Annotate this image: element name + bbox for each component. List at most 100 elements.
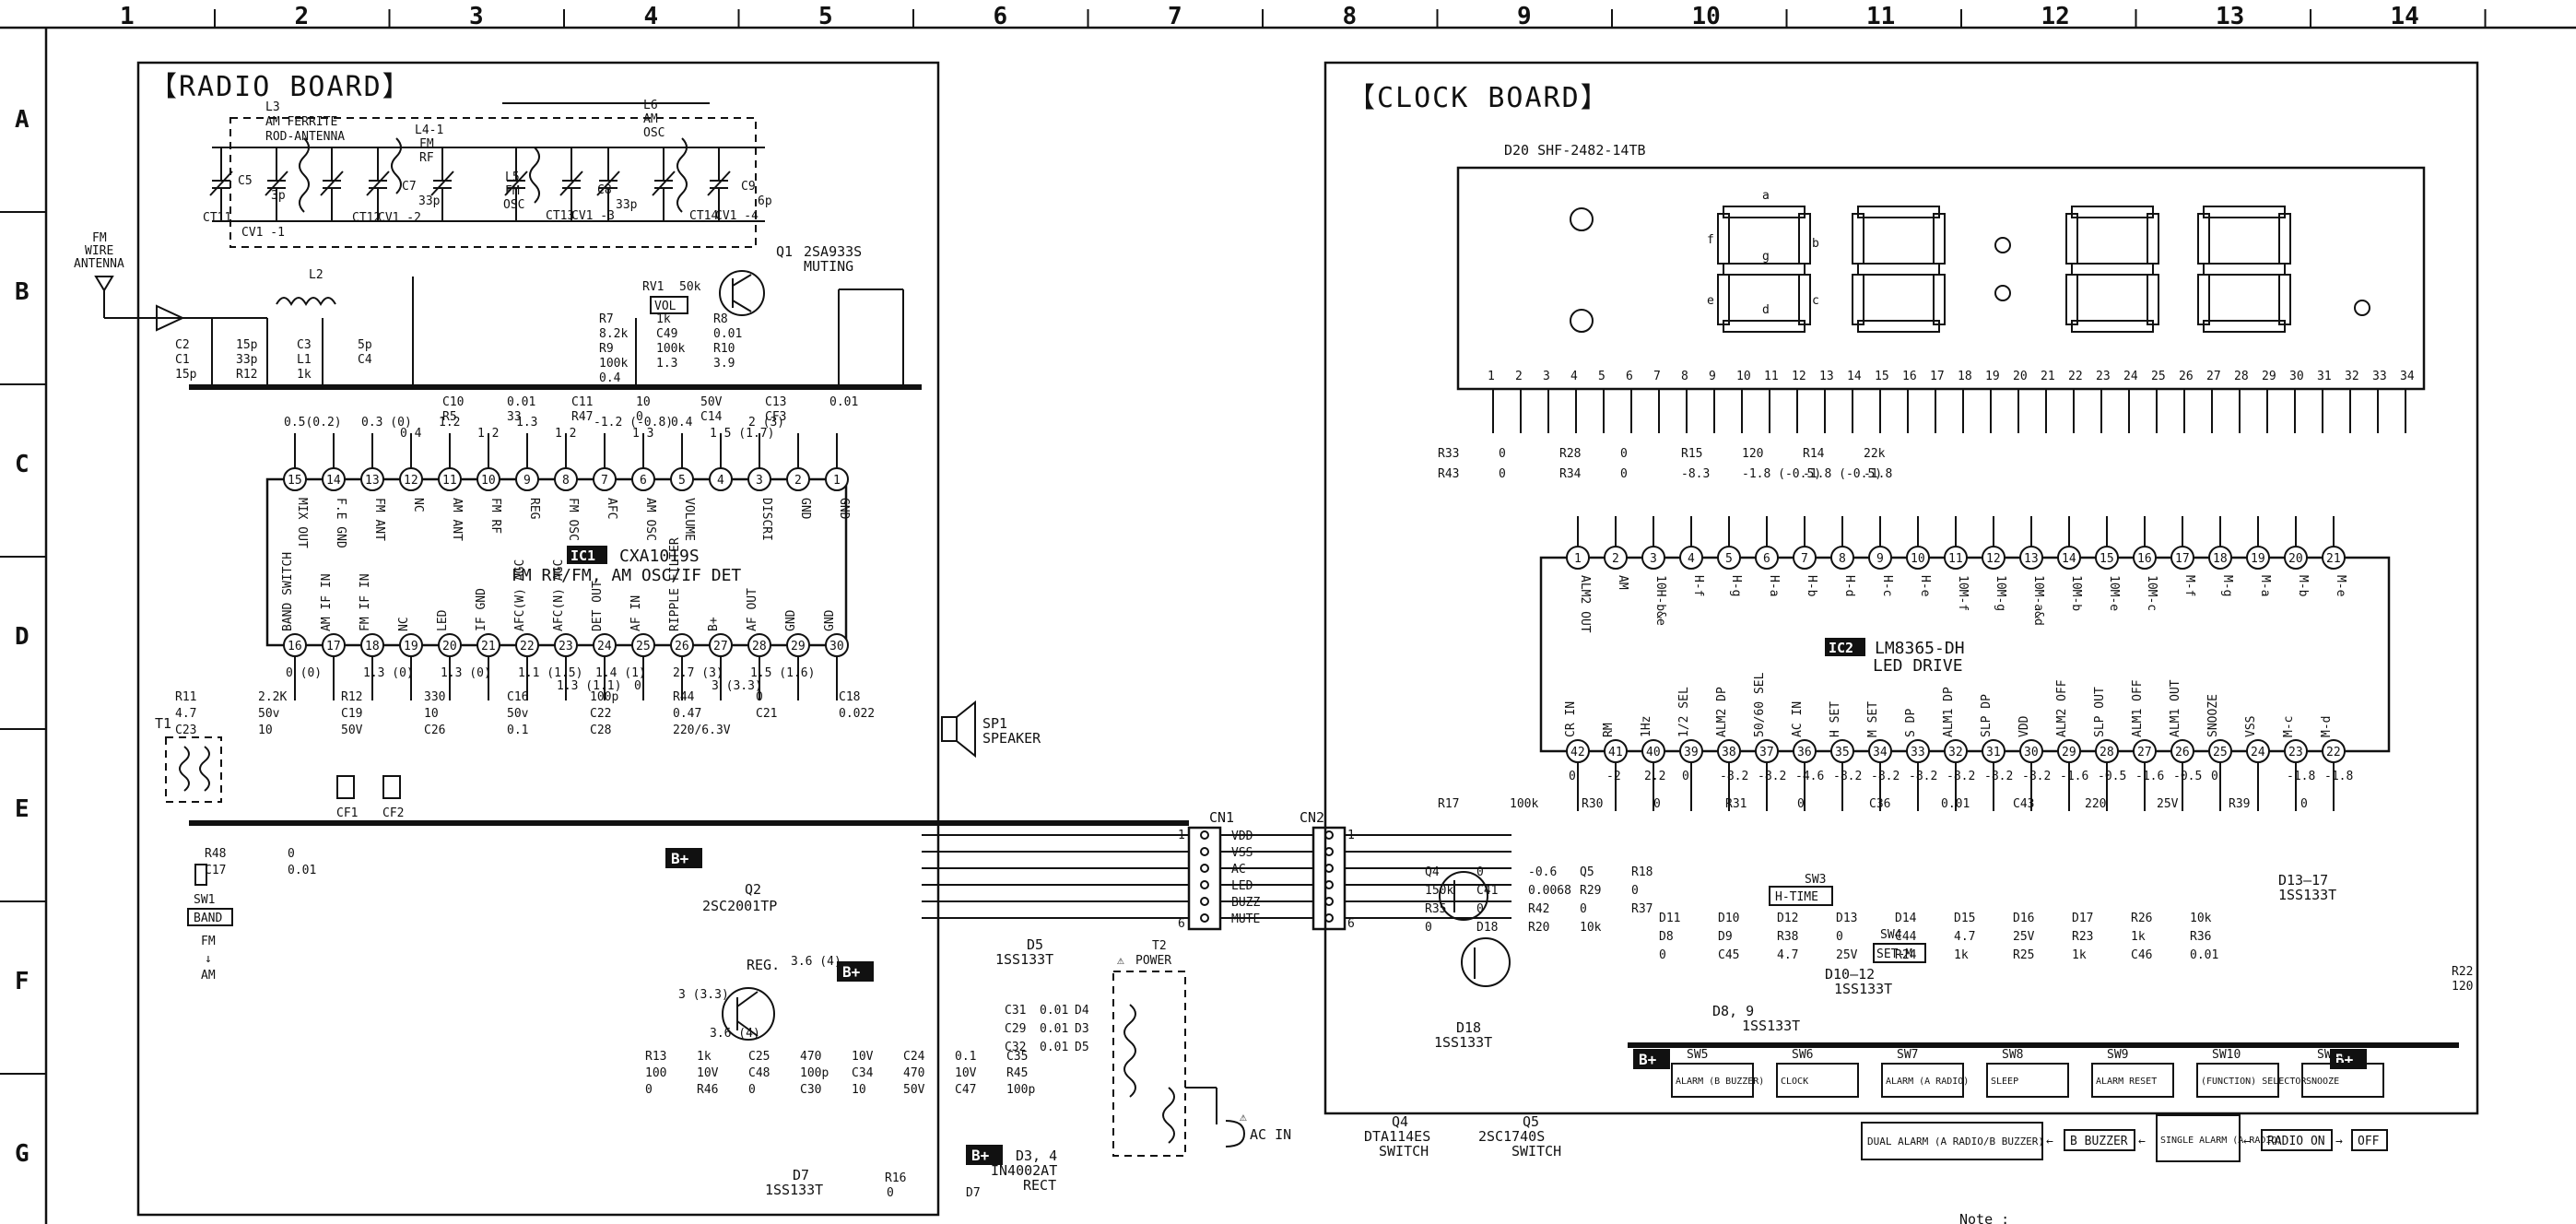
part-d-22: 0.1	[507, 724, 528, 737]
clock-diode-part-4: D14	[1895, 912, 1917, 925]
ic2-pin-23-voltage: -1.8	[2287, 770, 2315, 783]
ic1-pin-4-num: 4	[717, 474, 724, 488]
clock-e-part-1: 100k	[1510, 797, 1538, 811]
grid-row-F: F	[15, 968, 29, 995]
switch-sw6-id: SW6	[1792, 1048, 1813, 1062]
ic2-pin-36-name: AC IN	[1791, 701, 1805, 737]
ic2-pin-26-num: 26	[2175, 746, 2190, 759]
ic1-pin-29-num: 29	[791, 640, 806, 653]
q45-part-18: 10k	[1580, 921, 1602, 935]
part-c-12: CF3	[765, 410, 786, 424]
part-f-11: 100p	[800, 1066, 829, 1080]
connector-line-buzz: BUZZ	[1231, 896, 1260, 910]
fm-antenna: FM WIRE ANTENNA	[74, 231, 267, 332]
flow-arrow-1: ←	[2046, 1135, 2053, 1148]
ic1-pin-19-num: 19	[404, 640, 418, 653]
ic2-pin-37-name: 50/60 SEL	[1753, 672, 1767, 737]
part-d-18: C23	[175, 724, 196, 737]
ic2-pin-38-num: 38	[1722, 746, 1736, 759]
ic2-pin-29-num: 29	[2062, 746, 2076, 759]
d1012-label-1: D10—12	[1825, 966, 1875, 983]
part-f-19: C30	[800, 1083, 821, 1097]
ic1-pin-18-voltage: 1.3 (0)	[363, 666, 414, 680]
part-f-15: R45	[1006, 1066, 1028, 1080]
part-b2-7: 100k	[656, 342, 685, 356]
switch-sw6-label: CLOCK	[1781, 1077, 1808, 1087]
ic1-pin-3-voltage: 2 (3)	[748, 416, 784, 430]
display-pin-2: 2	[1515, 370, 1523, 383]
ic2-pin-12-num: 12	[1986, 552, 2001, 566]
ic2-pin-20-num: 20	[2288, 552, 2303, 566]
flow-dual-alarm: DUAL ALARM (A RADIO/B BUZZER)	[1867, 1136, 2044, 1148]
display-pin-1: 1	[1488, 370, 1495, 383]
ic2-pin-39-name: 1/2 SEL	[1677, 687, 1691, 737]
grid-column-14: 14	[2391, 3, 2419, 30]
trimmer-label-15: CV1 -1	[241, 226, 285, 240]
part-f-18: 0	[748, 1083, 756, 1097]
clock-e-part-12: 0	[2300, 797, 2308, 811]
ic2-pin-8-name: H-d	[1842, 575, 1856, 596]
clock-diode-part-27: 1k	[2072, 948, 2087, 962]
trimmer-label-8: CV1 -3	[571, 209, 615, 223]
part-b2-8: R10	[713, 342, 735, 356]
grid-column-4: 4	[644, 3, 659, 30]
part-b2-1: 1k	[656, 312, 671, 326]
d18-label-2: 1SS133T	[1434, 1034, 1492, 1051]
clock-diode-part-22: 4.7	[1777, 948, 1798, 962]
part-d-21: C26	[424, 724, 445, 737]
ic2-pin-25-num: 25	[2213, 746, 2228, 759]
sw3-sub: H-TIME	[1775, 890, 1818, 904]
ic1-pin-5-voltage: 0.4	[671, 416, 693, 430]
ic1-pin-27-voltage: 3 (3.3)	[712, 679, 762, 693]
clock-diode-part-7: D17	[2072, 912, 2093, 925]
rectifier-part-7: 0.01	[1040, 1041, 1068, 1054]
trimmer-label-12: CV1 -4	[715, 209, 759, 223]
grid-row-D: D	[15, 623, 29, 651]
ic2-pin-22-name: M-d	[2320, 716, 2334, 737]
d5-label-1: D5	[1027, 936, 1043, 953]
switch-sw9-id: SW9	[2107, 1048, 2128, 1062]
part-f-17: R46	[697, 1083, 718, 1097]
clock-top-part-2: R28	[1559, 447, 1581, 461]
ic2-pin-42-voltage: 0	[1569, 770, 1576, 783]
ic1-pin-9-name: REG	[527, 498, 541, 520]
part-d-19: 10	[258, 724, 273, 737]
part-f-7: C35	[1006, 1050, 1028, 1064]
display-pin-6: 6	[1626, 370, 1633, 383]
ic2-pin-36-num: 36	[1797, 746, 1812, 759]
trimmer-label-3: CT12	[352, 211, 381, 225]
rv1-label-1: RV1	[642, 280, 664, 294]
part-b2-11: 3.9	[713, 357, 735, 371]
clock-diode-part-13: 0	[1836, 930, 1843, 944]
part-c-8: 33	[507, 410, 522, 424]
ic2-pin-35-name: H SET	[1829, 701, 1842, 737]
speaker: SP1 SPEAKER	[941, 700, 1041, 759]
ic1-pin-1-name: GND	[837, 498, 851, 520]
clock-e-part-2: R30	[1582, 797, 1603, 811]
q45-part-3: Q5	[1580, 865, 1594, 879]
ic2-pin-7-num: 7	[1801, 552, 1808, 566]
ic2-pin-22-voltage: -1.8	[2324, 770, 2353, 783]
display-pin-24: 24	[2123, 370, 2138, 383]
clock-top-part-10: R34	[1559, 467, 1582, 481]
d1317-label-1: D13—17	[2278, 872, 2328, 889]
ic2-pin-30-name: VDD	[2017, 715, 2031, 737]
ic2-pin-26-name: ALM1 OUT	[2169, 679, 2182, 737]
display-pin-30: 30	[2289, 370, 2304, 383]
ic1-pin-23-num: 23	[559, 640, 573, 653]
ic2-pin-27-name: ALM1 OFF	[2131, 679, 2145, 737]
ic2-pin-27-num: 27	[2137, 746, 2152, 759]
clock-e-part-3: 0	[1653, 797, 1661, 811]
d1012-label-2: 1SS133T	[1834, 981, 1892, 997]
ic1-pin-30-num: 30	[829, 640, 844, 653]
seg-a: a	[1762, 189, 1770, 203]
ic2-pin-11-num: 11	[1948, 552, 1963, 566]
note-label: Note :	[1959, 1211, 2009, 1224]
display-pin-21: 21	[2041, 370, 2055, 383]
ic1-pin-6-name: AM OSC	[643, 498, 657, 541]
part-c-4: 50V	[700, 395, 723, 409]
part-f-10: C48	[748, 1066, 770, 1080]
q45-part-9: 0	[1631, 884, 1639, 898]
